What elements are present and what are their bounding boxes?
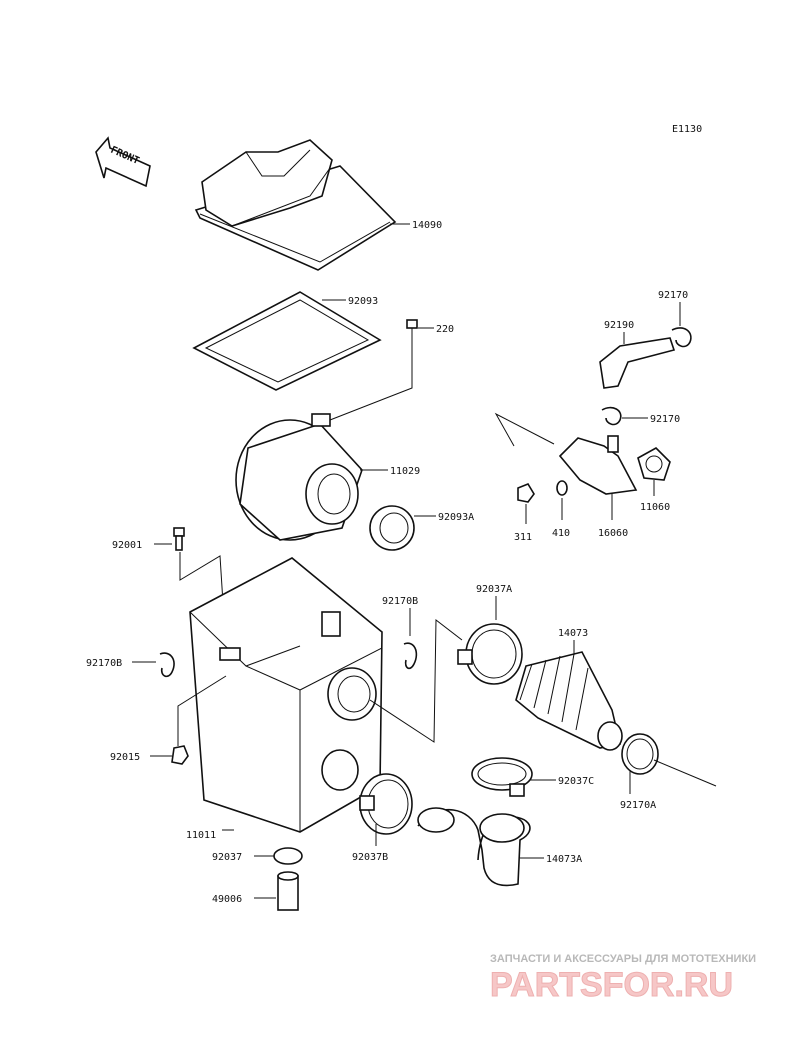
clamp-mid — [403, 642, 418, 670]
breather-elbow — [558, 435, 638, 495]
part-92037B: 92037B — [352, 852, 388, 863]
nut — [171, 745, 189, 765]
clamp-top — [671, 327, 692, 348]
part-92037C: 92037C — [558, 776, 594, 787]
part-92093A: 92093A — [438, 512, 474, 523]
gasket — [192, 291, 382, 391]
gasket-11060 — [637, 447, 671, 481]
breather-hose — [599, 337, 676, 389]
hose-clamp-b — [359, 773, 413, 835]
air-box-cover — [194, 139, 397, 271]
part-92170-mid: 92170 — [650, 414, 680, 425]
clamp-mid-right — [601, 406, 622, 426]
nut-311 — [517, 483, 535, 503]
part-14090: 14090 — [412, 220, 442, 231]
bolt — [173, 527, 185, 551]
clamp-left — [159, 652, 175, 678]
part-311: 311 — [514, 532, 532, 543]
part-92037: 92037 — [212, 852, 242, 863]
intake-boot — [515, 651, 623, 751]
hose-clamp-c — [471, 757, 533, 797]
part-49006: 49006 — [212, 894, 242, 905]
watermark-tagline: ЗАПЧАСТИ И АКСЕССУАРЫ ДЛЯ МОТОТЕХНИКИ — [490, 953, 756, 965]
part-92170B-left: 92170B — [86, 658, 122, 669]
seal-ring — [369, 505, 415, 551]
part-92001: 92001 — [112, 540, 142, 551]
part-11011: 11011 — [186, 830, 216, 841]
air-box-case — [189, 557, 383, 833]
part-220: 220 — [436, 324, 454, 335]
clamp-92170A — [621, 733, 659, 775]
part-14073: 14073 — [558, 628, 588, 639]
part-14073A: 14073A — [546, 854, 582, 865]
drain-hose — [277, 871, 299, 911]
screw — [406, 319, 418, 344]
small-clamp — [273, 847, 303, 865]
front-arrow-icon: FRONT — [95, 136, 151, 188]
intake-duct — [417, 807, 531, 887]
hose-clamp-a — [457, 623, 523, 685]
part-92037A: 92037A — [476, 584, 512, 595]
part-92190: 92190 — [604, 320, 634, 331]
washer-410 — [556, 480, 568, 496]
part-410: 410 — [552, 528, 570, 539]
part-92170A: 92170A — [620, 800, 656, 811]
watermark-logo: PARTSFOR.RU — [490, 966, 733, 1004]
part-11029: 11029 — [390, 466, 420, 477]
part-92170B-mid: 92170B — [382, 596, 418, 607]
diagram-code: E1130 — [672, 124, 702, 135]
part-92015: 92015 — [110, 752, 140, 763]
air-filter-element — [235, 413, 363, 541]
part-92093: 92093 — [348, 296, 378, 307]
part-11060: 11060 — [640, 502, 670, 513]
part-92170-top: 92170 — [658, 290, 688, 301]
part-16060: 16060 — [598, 528, 628, 539]
